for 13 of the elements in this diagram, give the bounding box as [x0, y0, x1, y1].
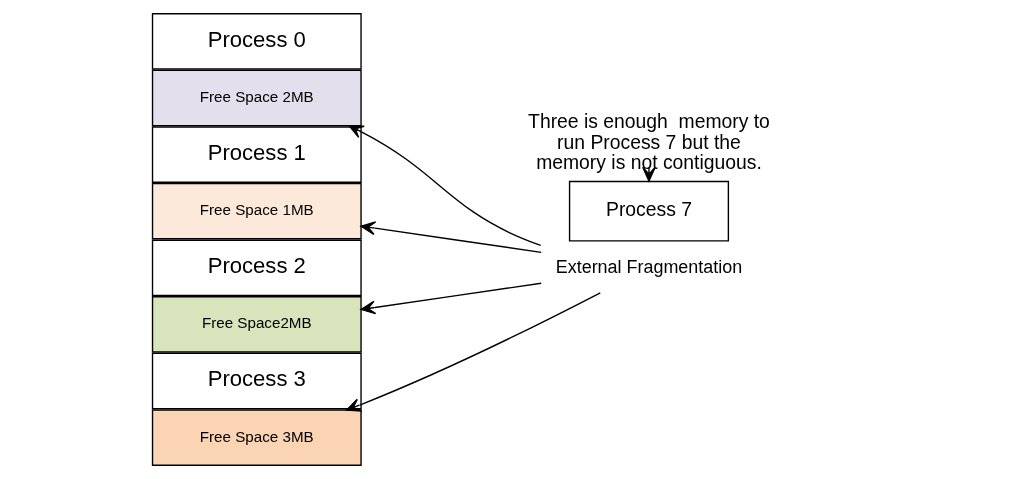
node-box: Process 0: [151, 13, 362, 70]
node-text: External Fragmentation: [555, 256, 743, 277]
node-text: Three is enough memory to run Process 7 but the memory is not contiguous.: [528, 110, 770, 174]
arrow: [360, 221, 542, 254]
arrow: [348, 125, 542, 247]
node-box: Free Space 2MB: [151, 69, 362, 127]
node-box: Process 2: [151, 239, 362, 297]
node-box: Free Space 1MB: [151, 182, 362, 240]
node-box: Free Space2MB: [151, 296, 362, 353]
node-box: Free Space 3MB: [151, 409, 362, 466]
node-box: Process 1: [151, 126, 362, 183]
arrow: [360, 282, 542, 315]
arrow: [345, 292, 601, 412]
